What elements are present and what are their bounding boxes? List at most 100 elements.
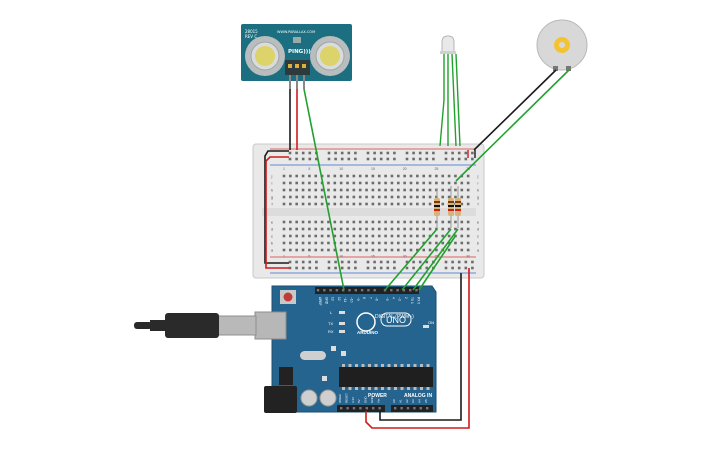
rail-hole <box>393 266 396 270</box>
row-letter: a <box>477 248 480 253</box>
hole <box>441 220 445 224</box>
hole <box>365 181 368 185</box>
hole <box>339 195 343 199</box>
hole <box>295 181 298 185</box>
led-label-tx: TX <box>328 321 333 326</box>
hole <box>346 234 349 238</box>
terminal-strip-top <box>282 174 470 206</box>
hole <box>447 241 451 245</box>
usb-cable <box>134 313 257 338</box>
rail-hole <box>412 151 415 155</box>
hole <box>377 195 381 199</box>
header-pin[interactable] <box>367 289 370 292</box>
hole <box>460 181 464 185</box>
rail-hole <box>354 266 357 270</box>
header-pin[interactable] <box>335 289 339 292</box>
reset-button[interactable] <box>283 292 293 302</box>
hole <box>346 174 349 178</box>
hole <box>358 188 362 192</box>
hole <box>308 220 311 224</box>
hole <box>384 241 387 245</box>
header-pin[interactable] <box>396 289 399 292</box>
header-pin[interactable] <box>406 407 410 410</box>
header-pin[interactable] <box>360 289 364 292</box>
row-letter: e <box>477 220 480 225</box>
header-pin[interactable] <box>409 289 412 292</box>
rail-hole <box>340 157 344 161</box>
rail-hole <box>457 157 461 161</box>
hole <box>289 234 292 238</box>
led-label-l: L <box>330 310 333 315</box>
header-pin[interactable] <box>348 289 351 292</box>
header-pin[interactable] <box>323 289 326 292</box>
header-pin[interactable] <box>390 289 393 292</box>
header-pin[interactable] <box>352 407 356 410</box>
header-pin[interactable] <box>340 407 343 410</box>
hole <box>365 195 368 199</box>
header-pin[interactable] <box>415 289 418 292</box>
header-pin-label: ~9 <box>356 297 360 301</box>
hole <box>301 181 305 185</box>
header-pin[interactable] <box>372 407 375 410</box>
row-letter: j <box>477 174 479 179</box>
column-number: 20 <box>403 255 407 259</box>
header-pin[interactable] <box>419 407 422 410</box>
header-pin[interactable] <box>346 407 349 410</box>
header-pin[interactable] <box>354 289 357 292</box>
header-pin[interactable] <box>383 289 387 292</box>
hole <box>346 248 349 252</box>
hole <box>460 227 464 231</box>
header-pin[interactable] <box>359 407 362 410</box>
header-pin[interactable] <box>365 407 368 410</box>
hole <box>308 241 311 245</box>
microcontroller-chip <box>339 367 433 387</box>
ping-ultrasonic-sensor[interactable]: 28015 REV C WWW.PARALLAX.COM PING))) <box>241 24 352 89</box>
hole <box>314 181 318 185</box>
header-pin[interactable] <box>413 407 416 410</box>
row-letter: c <box>271 234 273 239</box>
header-pin[interactable] <box>400 407 403 410</box>
hole <box>466 181 470 185</box>
rgb-led[interactable] <box>440 35 456 54</box>
hole <box>441 195 445 199</box>
hole <box>454 220 457 224</box>
rail-hole <box>295 151 298 155</box>
header-pin[interactable] <box>426 407 429 410</box>
hole <box>371 248 375 252</box>
header-pin[interactable] <box>342 289 345 292</box>
hole <box>403 227 406 231</box>
hole <box>282 188 286 192</box>
hole <box>460 220 464 224</box>
header-pin[interactable] <box>378 407 381 410</box>
power-label: POWER <box>368 393 387 399</box>
hole <box>295 174 298 178</box>
header-pin[interactable] <box>329 289 332 292</box>
hole <box>346 202 349 206</box>
header-pin-label: 8 <box>362 297 366 299</box>
hole <box>365 227 368 231</box>
header-pin[interactable] <box>402 289 406 292</box>
hole <box>416 241 419 245</box>
resistors[interactable] <box>434 186 461 228</box>
header-pin[interactable] <box>394 407 397 410</box>
hole <box>390 195 394 199</box>
rail-hole <box>393 157 396 161</box>
dc-motor[interactable] <box>536 19 588 71</box>
hole <box>333 248 337 252</box>
hole <box>377 227 381 231</box>
hole <box>390 202 394 206</box>
analog-pin-label: A2 <box>405 399 409 403</box>
wire-resistor-3-to-pin <box>412 228 459 291</box>
header-pin[interactable] <box>316 289 320 292</box>
hole <box>422 241 425 245</box>
hole <box>435 220 438 224</box>
wire-motor-signal <box>455 69 570 182</box>
hole <box>289 248 292 252</box>
header-pin[interactable] <box>373 289 376 292</box>
hole <box>384 195 387 199</box>
hole <box>301 174 305 178</box>
hole <box>422 195 425 199</box>
